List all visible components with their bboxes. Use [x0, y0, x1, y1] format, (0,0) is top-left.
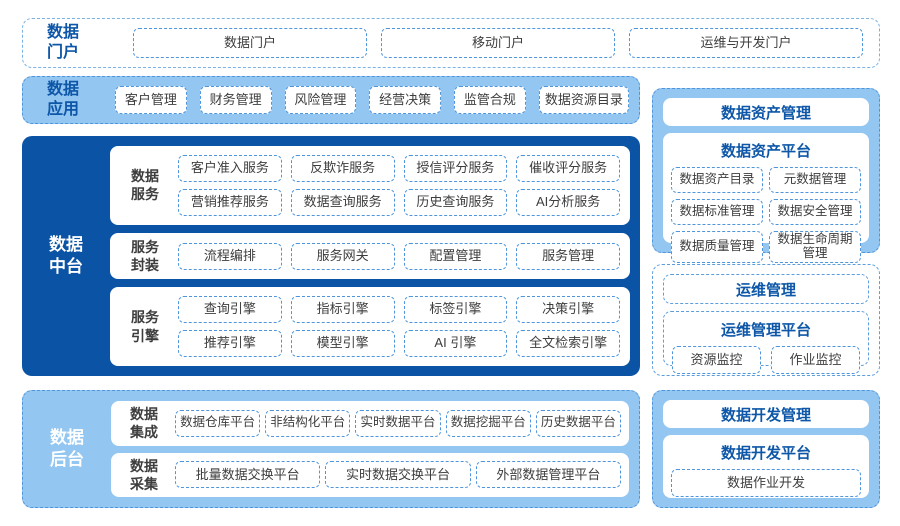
engine-decision: 决策引擎	[516, 296, 620, 324]
application-layer-label: 数据应用	[46, 81, 79, 118]
wrapper-process-orchestration: 流程编排	[178, 242, 282, 270]
asset-standard-mgmt: 数据标准管理	[671, 199, 763, 225]
service-anti-fraud: 反欺诈服务	[290, 154, 395, 182]
collection-batch-exchange: 批量数据交换平台	[175, 461, 321, 489]
data-middle-platform: 数据中台 数据服务 客户准入服务 反欺诈服务 授信评分服务 催收评分服务 营销推…	[22, 136, 640, 376]
app-item-risk-mgmt: 风险管理	[284, 86, 357, 114]
collection-realtime-exchange: 实时数据交换平台	[325, 461, 471, 489]
data-service-rows: 客户准入服务 反欺诈服务 授信评分服务 催收评分服务 营销推荐服务 数据查询服务…	[178, 154, 620, 216]
middle-platform-label: 数据中台	[49, 234, 83, 276]
service-engine-label: 服务引擎	[131, 309, 159, 344]
wrapper-service-gateway: 服务网关	[290, 242, 395, 270]
app-item-customer-mgmt: 客户管理	[115, 86, 187, 114]
asset-quality-mgmt: 数据质量管理	[671, 231, 763, 263]
middle-platform-label-column: 数据中台	[22, 136, 110, 376]
data-service-card: 数据服务 客户准入服务 反欺诈服务 授信评分服务 催收评分服务 营销推荐服务 数…	[110, 146, 630, 225]
engine-model: 模型引擎	[290, 330, 395, 358]
data-collection-card: 数据采集 批量数据交换平台 实时数据交换平台 外部数据管理平台	[111, 452, 629, 497]
service-wrapper-rows: 流程编排 服务网关 配置管理 服务管理	[178, 242, 620, 270]
backend-label: 数据后台	[50, 427, 84, 469]
wrapper-config-mgmt: 配置管理	[403, 242, 508, 270]
engine-metric: 指标引擎	[290, 296, 395, 324]
engine-query: 查询引擎	[178, 296, 282, 324]
asset-metadata-mgmt: 元数据管理	[769, 167, 861, 193]
ops-platform-card: 运维管理平台 资源监控 作业监控	[663, 311, 869, 374]
service-wrapper-row-1: 流程编排 服务网关 配置管理 服务管理	[178, 242, 620, 270]
data-asset-management-section: 数据资产管理 数据资产平台 数据资产目录 元数据管理 数据标准管理 数据安全管理…	[652, 88, 880, 263]
portal-layer: 数据门户 数据门户 移动门户 运维与开发门户	[22, 18, 880, 68]
service-engine-row-2: 推荐引擎 模型引擎 AI 引擎 全文检索引擎	[178, 330, 620, 358]
middle-platform-cards: 数据服务 客户准入服务 反欺诈服务 授信评分服务 催收评分服务 营销推荐服务 数…	[110, 136, 640, 376]
service-credit-score: 授信评分服务	[403, 154, 508, 182]
portal-item-ops-dev-portal: 运维与开发门户	[629, 28, 863, 58]
data-integration-row: 数据仓库平台 非结构化平台 实时数据平台 数据挖掘平台 历史数据平台	[175, 409, 622, 437]
data-asset-platform-title: 数据资产平台	[720, 143, 811, 160]
integration-unstructured: 非结构化平台	[265, 409, 351, 437]
data-dev-platform-title: 数据开发平台	[720, 445, 811, 462]
service-wrapper-label: 服务封装	[131, 238, 159, 273]
service-collection-score: 催收评分服务	[516, 154, 620, 182]
portal-pill-row: 数据门户 移动门户 运维与开发门户	[133, 28, 863, 58]
asset-catalog: 数据资产目录	[671, 167, 763, 193]
service-marketing-recommend: 营销推荐服务	[178, 188, 282, 216]
asset-security-mgmt: 数据安全管理	[769, 199, 861, 225]
ops-management-title: 运维管理	[663, 274, 869, 304]
dev-data-job-development: 数据作业开发	[671, 469, 861, 497]
app-item-compliance: 监管合规	[454, 86, 526, 114]
data-asset-management-title: 数据资产管理	[663, 98, 869, 126]
service-data-query: 数据查询服务	[290, 188, 395, 216]
service-history-query: 历史查询服务	[403, 188, 508, 216]
data-dev-management-section: 数据开发管理 数据开发平台 数据作业开发	[652, 390, 880, 508]
portal-item-data-portal: 数据门户	[133, 28, 367, 58]
service-wrapper-card: 服务封装 流程编排 服务网关 配置管理 服务管理	[110, 232, 630, 280]
data-service-label: 数据服务	[131, 168, 159, 203]
service-engine-rows: 查询引擎 指标引擎 标签引擎 决策引擎 推荐引擎 模型引擎 AI 引擎 全文检索…	[178, 296, 620, 358]
engine-fulltext-search: 全文检索引擎	[516, 330, 620, 358]
engine-tag: 标签引擎	[403, 296, 508, 324]
engine-recommend: 推荐引擎	[178, 330, 282, 358]
wrapper-service-mgmt: 服务管理	[516, 242, 620, 270]
service-ai-analysis: AI分析服务	[516, 188, 620, 216]
data-collection-label: 数据采集	[130, 457, 158, 492]
app-item-data-resource-catalog: 数据资源目录	[538, 86, 630, 114]
data-service-row-1: 客户准入服务 反欺诈服务 授信评分服务 催收评分服务	[178, 154, 620, 182]
backend-label-column: 数据后台	[23, 427, 111, 471]
application-pill-row: 客户管理 财务管理 风险管理 经营决策 监管合规 数据资源目录	[115, 86, 630, 114]
engine-ai: AI 引擎	[403, 330, 508, 358]
data-dev-platform-card: 数据开发平台 数据作业开发	[663, 435, 869, 498]
collection-external-data-mgmt: 外部数据管理平台	[475, 461, 621, 489]
app-item-business-decision: 经营决策	[369, 86, 441, 114]
data-integration-card: 数据集成 数据仓库平台 非结构化平台 实时数据平台 数据挖掘平台 历史数据平台	[111, 401, 629, 446]
data-collection-row: 批量数据交换平台 实时数据交换平台 外部数据管理平台	[175, 461, 621, 489]
data-integration-label: 数据集成	[130, 406, 158, 441]
ops-management-section: 运维管理 运维管理平台 资源监控 作业监控	[652, 264, 880, 376]
integration-data-mining: 数据挖掘平台	[445, 409, 531, 437]
ops-job-monitor: 作业监控	[771, 346, 860, 374]
service-engine-card: 服务引擎 查询引擎 指标引擎 标签引擎 决策引擎 推荐引擎 模型引擎 AI 引擎…	[110, 287, 630, 366]
data-asset-platform-grid: 数据资产目录 元数据管理 数据标准管理 数据安全管理 数据质量管理 数据生命周期…	[671, 167, 861, 263]
integration-realtime-data: 实时数据平台	[355, 409, 441, 437]
integration-data-warehouse: 数据仓库平台	[175, 409, 261, 437]
backend-cards: 数据集成 数据仓库平台 非结构化平台 实时数据平台 数据挖掘平台 历史数据平台 …	[111, 392, 639, 506]
app-item-finance-mgmt: 财务管理	[199, 86, 272, 114]
service-engine-row-1: 查询引擎 指标引擎 标签引擎 决策引擎	[178, 296, 620, 324]
data-backend-layer: 数据后台 数据集成 数据仓库平台 非结构化平台 实时数据平台 数据挖掘平台 历史…	[22, 390, 640, 508]
asset-lifecycle-mgmt: 数据生命周期管理	[769, 231, 861, 263]
ops-resource-monitor: 资源监控	[672, 346, 761, 374]
service-customer-access: 客户准入服务	[178, 154, 282, 182]
integration-history-data: 历史数据平台	[535, 409, 622, 437]
ops-platform-title: 运维管理平台	[720, 322, 811, 339]
portal-layer-label: 数据门户	[46, 24, 79, 61]
data-dev-platform-row: 数据作业开发	[671, 469, 861, 497]
application-layer: 数据应用 客户管理 财务管理 风险管理 经营决策 监管合规 数据资源目录	[22, 76, 640, 124]
portal-item-mobile-portal: 移动门户	[381, 28, 615, 58]
ops-platform-row: 资源监控 作业监控	[672, 346, 860, 374]
data-dev-management-title: 数据开发管理	[663, 400, 869, 428]
data-asset-platform-card: 数据资产平台 数据资产目录 元数据管理 数据标准管理 数据安全管理 数据质量管理…	[663, 133, 869, 263]
data-service-row-2: 营销推荐服务 数据查询服务 历史查询服务 AI分析服务	[178, 188, 620, 216]
